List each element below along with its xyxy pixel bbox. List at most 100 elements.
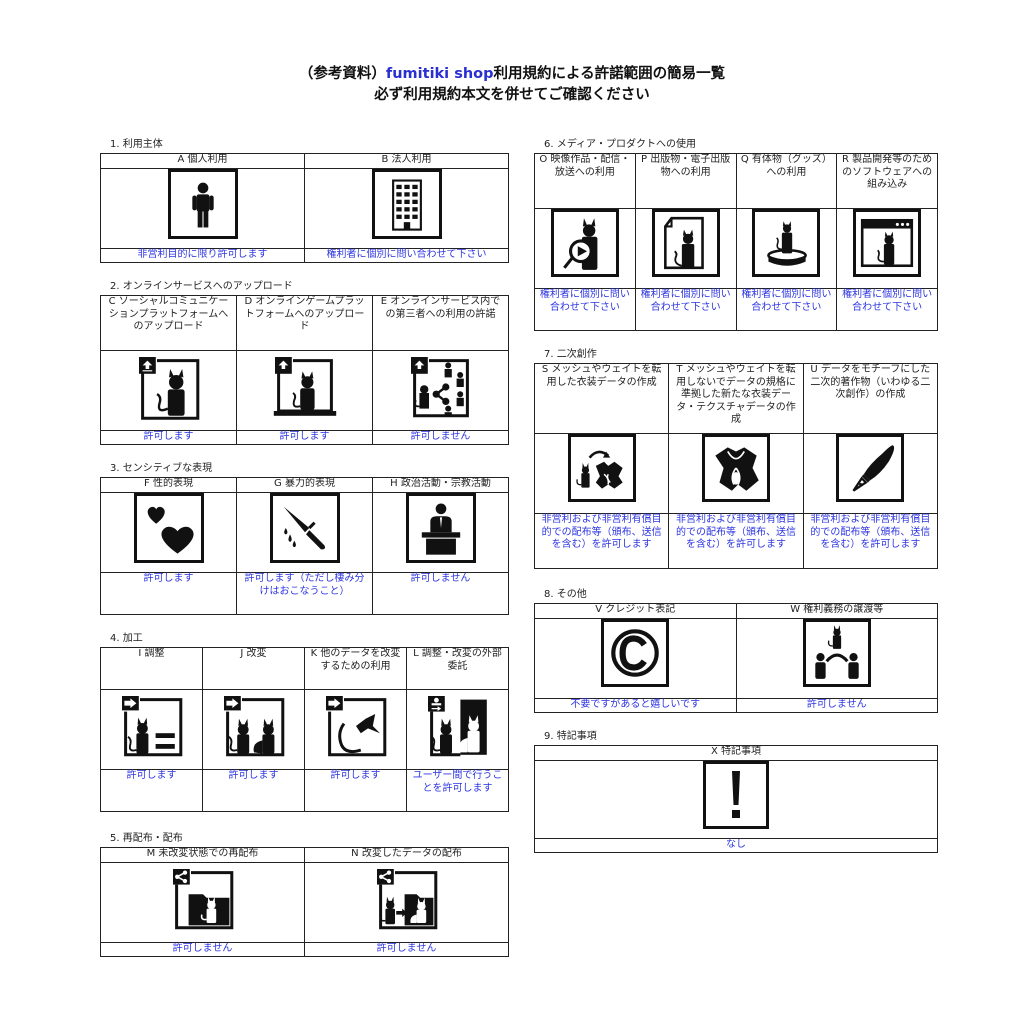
figure-goods-icon (752, 209, 821, 277)
section-label: 2. オンラインサービスへのアップロード (110, 281, 293, 292)
title-line-1: （参考資料）fumitiki shop利用規約による許諾範囲の簡易一覧 (298, 66, 726, 82)
permission-result: 許可しません (304, 942, 509, 957)
item-heading: I 調整 (100, 647, 203, 690)
permission-result: ユーザー間で行うことを許可します (406, 769, 509, 812)
item-heading: H 政治活動・宗教活動 (372, 477, 509, 493)
permission-result: 権利者に個別に問い合わせて下さい (836, 288, 938, 331)
permission-table: X 特記事項 なし (534, 745, 938, 853)
permission-result: 許可します (100, 572, 237, 615)
item-heading: F 性的表現 (100, 477, 237, 493)
rights-transfer-icon (802, 619, 871, 687)
section-label: 8. その他 (544, 589, 587, 600)
permission-result: 権利者に個別に問い合わせて下さい (634, 288, 737, 331)
permission-result: 非営利目的に限り許可します (100, 248, 305, 263)
section-sensitive-expression: 3. センシティブな表現 F 性的表現 G 暴力的表現 H 政治活動・宗教活動 … (100, 462, 509, 615)
permission-result: 許可します (304, 769, 407, 812)
permission-table: M 未改変状態での再配布 N 改変したデータの配布 許可しません 許可しません (100, 847, 509, 957)
title-line-2: 必ず利用規約本文を併せてご確認ください (374, 87, 650, 103)
permission-table: A 個人利用 B 法人利用 非営利目的に限り許可します 権利者に個別に問い合わせ… (100, 153, 509, 263)
item-heading: U データをモチーフにした二次的著作物（いわゆる二次創作）の作成 (802, 363, 939, 434)
item-heading: T メッシュやウェイトを転用しないでデータの規格に準拠した新たな衣装データ・テク… (668, 363, 804, 434)
item-heading: W 権利義務の譲渡等 (735, 603, 938, 619)
section-processing: 4. 加工 I 調整 J 改変 K 他のデータを改変するための利用 L 調整・改… (100, 632, 509, 812)
exclamation-icon (703, 761, 769, 829)
section-redistribution: 5. 再配布・配布 M 未改変状態での再配布 N 改変したデータの配布 許可しま… (100, 832, 509, 957)
item-heading: R 製品開発等のためのソフトウェアへの組み込み (836, 153, 938, 209)
permission-result: 許可します（ただし棲み分けはおこなうこと） (236, 572, 373, 615)
podium-speaker-icon (405, 493, 476, 563)
permission-result: 許可します (100, 430, 237, 445)
permission-table: I 調整 J 改変 K 他のデータを改変するための利用 L 調整・改変の外部委託… (100, 647, 509, 812)
upload-share-third-party-icon (404, 351, 477, 423)
pen-nib-icon (836, 434, 905, 502)
permission-result: 非営利および非営利有償目的での配布等（頒布、送信を含む）を許可します (533, 513, 670, 569)
permission-table: V クレジット表記 W 権利義務の譲渡等 不要ですがあると嬉しいです 許可しませ… (534, 603, 938, 713)
section-label: 5. 再配布・配布 (110, 833, 183, 844)
section-other: 8. その他 V クレジット表記 W 権利義務の譲渡等 不要ですがあると嬉しいで… (534, 588, 938, 713)
permission-result: 権利者に個別に問い合わせて下さい (534, 288, 636, 331)
section-online-upload: 2. オンラインサービスへのアップロード C ソーシャルコミュニケーションプラッ… (100, 280, 509, 445)
item-heading: O 映像作品・配信・放送への利用 (534, 153, 636, 209)
section-label: 1. 利用主体 (110, 139, 163, 150)
section-label: 9. 特記事項 (544, 731, 597, 742)
building-icon (371, 169, 442, 239)
item-heading: C ソーシャルコミュニケーションプラットフォームへのアップロード (100, 295, 237, 351)
section-label: 4. 加工 (110, 633, 143, 644)
item-heading: G 暴力的表現 (236, 477, 373, 493)
permission-result: 非営利および非営利有償目的での配布等（頒布、送信を含む）を許可します (802, 513, 939, 569)
share-folder-icon (166, 863, 239, 935)
outfit-convert-icon (567, 434, 636, 502)
video-play-icon (550, 209, 619, 277)
person-icon (167, 169, 238, 239)
permission-table: S メッシュやウェイトを転用した衣装データの作成 T メッシュやウェイトを転用し… (533, 363, 939, 569)
item-heading: V クレジット表記 (534, 603, 737, 619)
permission-result: 非営利および非営利有償目的での配布等（頒布、送信を含む）を許可します (668, 513, 804, 569)
permission-result: 許可します (236, 430, 373, 445)
permission-result: 権利者に個別に問い合わせて下さい (735, 288, 838, 331)
permission-result: なし (534, 838, 938, 853)
item-heading: S メッシュやウェイトを転用した衣装データの作成 (533, 363, 670, 434)
adjust-equal-icon (115, 690, 188, 762)
item-heading: P 出版物・電子出版物への利用 (634, 153, 737, 209)
item-heading: B 法人利用 (304, 153, 509, 169)
upload-game-platform-icon (268, 351, 341, 423)
permission-result: 許可しません (372, 572, 509, 615)
section-label: 3. センシティブな表現 (110, 463, 213, 474)
upload-avatar-icon (132, 351, 205, 423)
section-media-products: 6. メディア・プロダクトへの使用 O 映像作品・配信・放送への利用 P 出版物… (534, 138, 938, 331)
publication-icon (651, 209, 720, 277)
section-usage-subject: 1. 利用主体 A 個人利用 B 法人利用 非営利目的に限り許可します 権利者に… (100, 138, 509, 263)
permission-result: 許可します (202, 769, 305, 812)
share-modified-folder-icon (370, 863, 443, 935)
document-title: （参考資料）fumitiki shop利用規約による許諾範囲の簡易一覧 必ず利用… (0, 64, 1024, 106)
item-heading: L 調整・改変の外部委託 (406, 647, 509, 690)
parts-reuse-icon (319, 690, 392, 762)
section-special-notes: 9. 特記事項 X 特記事項 なし (534, 730, 938, 853)
permission-result: 不要ですがあると嬉しいです (534, 698, 737, 713)
section-label: 6. メディア・プロダクトへの使用 (544, 139, 697, 150)
permission-result: 許可しません (100, 942, 305, 957)
item-heading: Q 有体物（グッズ）への利用 (735, 153, 838, 209)
item-heading: N 改変したデータの配布 (304, 847, 509, 863)
permission-table: F 性的表現 G 暴力的表現 H 政治活動・宗教活動 許可します 許可します（た… (100, 477, 509, 615)
permission-result: 許可しません (372, 430, 509, 445)
section-label: 7. 二次創作 (544, 349, 597, 360)
item-heading: E オンラインサービス内での第三者への利用の許諾 (372, 295, 509, 351)
item-heading: J 改変 (202, 647, 305, 690)
copyright-icon (601, 619, 670, 687)
permission-result: 許可します (100, 769, 203, 812)
item-heading: X 特記事項 (534, 745, 938, 761)
modify-icon (217, 690, 290, 762)
item-heading: D オンラインゲームプラットフォームへのアップロード (236, 295, 373, 351)
hearts-icon (133, 493, 204, 563)
permission-table: C ソーシャルコミュニケーションプラットフォームへのアップロード D オンライン… (100, 295, 509, 445)
item-heading: A 個人利用 (100, 153, 305, 169)
item-heading: M 未改変状態での再配布 (100, 847, 305, 863)
permission-result: 許可しません (735, 698, 938, 713)
outfit-icon (701, 434, 770, 502)
permission-table: O 映像作品・配信・放送への利用 P 出版物・電子出版物への利用 Q 有体物（グ… (534, 153, 938, 331)
section-derivative-works: 7. 二次創作 S メッシュやウェイトを転用した衣装データの作成 T メッシュや… (533, 348, 939, 569)
permission-result: 権利者に個別に問い合わせて下さい (304, 248, 509, 263)
software-window-icon (853, 209, 922, 277)
knife-icon (269, 493, 340, 563)
